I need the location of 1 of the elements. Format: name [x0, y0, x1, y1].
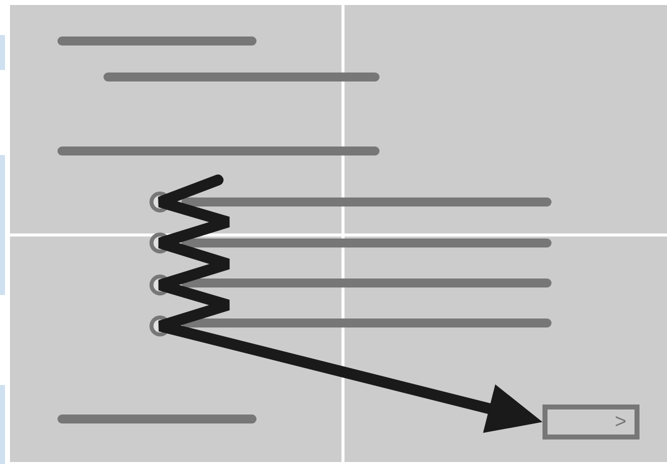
next-button: >: [542, 404, 640, 440]
